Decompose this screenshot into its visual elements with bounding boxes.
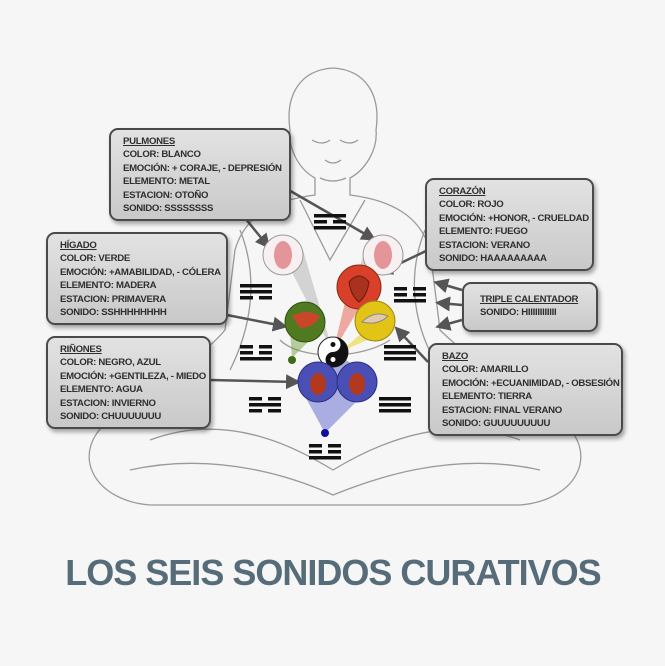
- trigram-icon: [314, 214, 346, 230]
- box-heading: TRIPLE CALENTADOR: [480, 294, 579, 305]
- box-heading: HÍGADO: [60, 240, 97, 251]
- box-emotion: EMOCIÓN: + CORAJE, - DEPRESIÓN: [123, 162, 282, 174]
- box-color: COLOR: NEGRO, AZUL: [60, 357, 161, 369]
- spleen-pancreas-icon: [354, 300, 396, 342]
- box-emotion: EMOCIÓN: +ECUANIMIDAD, - OBSESIÓN: [442, 377, 620, 389]
- box-element: ELEMENTO: FUEGO: [439, 226, 528, 238]
- box-season: ESTACION: VERANO: [439, 239, 530, 251]
- box-season: ESTACION: PRIMAVERA: [60, 293, 166, 305]
- info-box-higado: HÍGADO COLOR: VERDE EMOCIÓN: +AMABILIDAD…: [46, 232, 228, 325]
- organ-icons: [262, 234, 404, 437]
- box-season: ESTACION: INVIERNO: [60, 397, 156, 409]
- box-heading: BAZO: [442, 351, 468, 362]
- lung-left-icon: [262, 234, 304, 276]
- trigram-symbols: [240, 214, 426, 460]
- trigram-icon: [379, 397, 411, 413]
- trigram-icon: [240, 345, 272, 361]
- trigram-icon: [240, 284, 272, 300]
- box-sound: SONIDO: SSHHHHHHHH: [60, 307, 167, 319]
- box-color: COLOR: ROJO: [439, 199, 504, 211]
- info-box-triple-calentador: TRIPLE CALENTADOR SONIDO: HIIIIIIIIIIII: [462, 282, 598, 332]
- info-box-bazo: BAZO COLOR: AMARILLO EMOCIÓN: +ECUANIMID…: [428, 343, 623, 436]
- box-color: COLOR: BLANCO: [123, 149, 201, 161]
- box-season: ESTACION: FINAL VERANO: [442, 404, 562, 416]
- box-sound: SONIDO: SSSSSSSS: [123, 203, 214, 215]
- yin-yang-icon: [317, 336, 349, 368]
- box-element: ELEMENTO: AGUA: [60, 384, 143, 396]
- trigram-icon: [249, 397, 281, 413]
- info-box-rinones: RIÑONES COLOR: NEGRO, AZUL EMOCIÓN: +GEN…: [46, 336, 211, 429]
- kidney-point-dot: [321, 429, 329, 437]
- box-sound: SONIDO: CHUUUUUUU: [60, 411, 161, 423]
- box-sound: SONIDO: GUUUUUUUUU: [442, 418, 551, 430]
- box-sound: SONIDO: HAAAAAAAAA: [439, 253, 547, 265]
- box-element: ELEMENTO: METAL: [123, 176, 210, 188]
- trigram-icon: [384, 345, 416, 361]
- box-emotion: EMOCIÓN: +AMABILIDAD, - CÓLERA: [60, 266, 221, 278]
- lung-right-icon: [362, 234, 404, 276]
- box-color: COLOR: VERDE: [60, 253, 130, 265]
- box-sound: SONIDO: HIIIIIIIIIIII: [480, 307, 557, 319]
- box-element: ELEMENTO: TIERRA: [442, 391, 532, 403]
- page-title: LOS SEIS SONIDOS CURATIVOS: [38, 550, 628, 596]
- info-box-corazon: CORAZÓN COLOR: ROJO EMOCIÓN: +HONOR, - C…: [425, 178, 594, 271]
- box-emotion: EMOCIÓN: +GENTILEZA, - MIEDO: [60, 370, 206, 382]
- info-box-pulmones: PULMONES COLOR: BLANCO EMOCIÓN: + CORAJE…: [109, 128, 291, 221]
- box-heading: CORAZÓN: [439, 186, 486, 197]
- page-title-text: LOS SEIS SONIDOS CURATIVOS: [65, 552, 601, 593]
- box-heading: PULMONES: [123, 136, 175, 147]
- liver-point-dot: [288, 356, 296, 364]
- box-season: ESTACION: OTOÑO: [123, 189, 209, 201]
- liver-icon: [284, 301, 326, 343]
- kidney-right-icon: [336, 361, 378, 403]
- box-heading: RIÑONES: [60, 344, 102, 355]
- kidney-left-icon: [297, 361, 339, 403]
- trigram-icon: [394, 287, 426, 303]
- box-emotion: EMOCIÓN: +HONOR, - CRUELDAD: [439, 212, 589, 224]
- box-element: ELEMENTO: MADERA: [60, 280, 157, 292]
- box-color: COLOR: AMARILLO: [442, 364, 529, 376]
- trigram-icon: [309, 444, 341, 460]
